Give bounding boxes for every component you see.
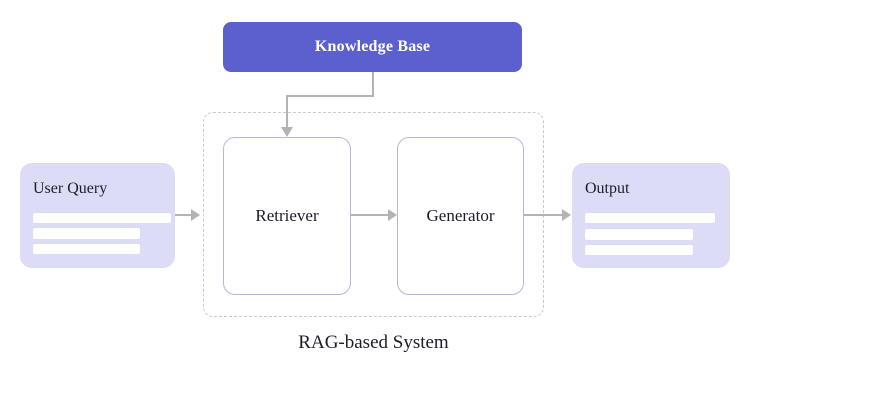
- user-query-card: User Query: [20, 163, 175, 268]
- retriever-label: Retriever: [255, 206, 319, 225]
- generator-label: Generator: [426, 206, 495, 225]
- output-card: Output: [572, 163, 730, 268]
- output-label: Output: [585, 180, 630, 197]
- skeleton-line: [585, 245, 693, 255]
- connector-kb-segment-drop: [286, 95, 288, 128]
- skeleton-line: [33, 213, 171, 223]
- retriever-node: Retriever: [223, 137, 351, 295]
- arrowhead-right-icon: [191, 208, 200, 221]
- knowledge-base-label: Knowledge Base: [314, 38, 431, 55]
- skeleton-line: [33, 228, 140, 239]
- skeleton-line: [585, 213, 715, 223]
- diagram-caption: RAG-based System: [298, 332, 449, 353]
- skeleton-line: [33, 244, 140, 254]
- arrowhead-right-icon: [388, 208, 397, 221]
- connector-kb-segment-horizontal: [286, 95, 374, 97]
- user-query-label: User Query: [33, 180, 108, 197]
- connector-user-to-rag-line: [175, 214, 192, 216]
- knowledge-base-node: Knowledge Base: [223, 22, 522, 72]
- arrowhead-right-icon: [562, 208, 571, 221]
- generator-node: Generator: [397, 137, 524, 295]
- arrowhead-down-icon: [281, 127, 293, 137]
- connector-retriever-to-generator-line: [351, 214, 389, 216]
- connector-kb-segment-vertical: [372, 72, 374, 96]
- skeleton-line: [585, 229, 693, 240]
- connector-generator-to-output-line: [524, 214, 563, 216]
